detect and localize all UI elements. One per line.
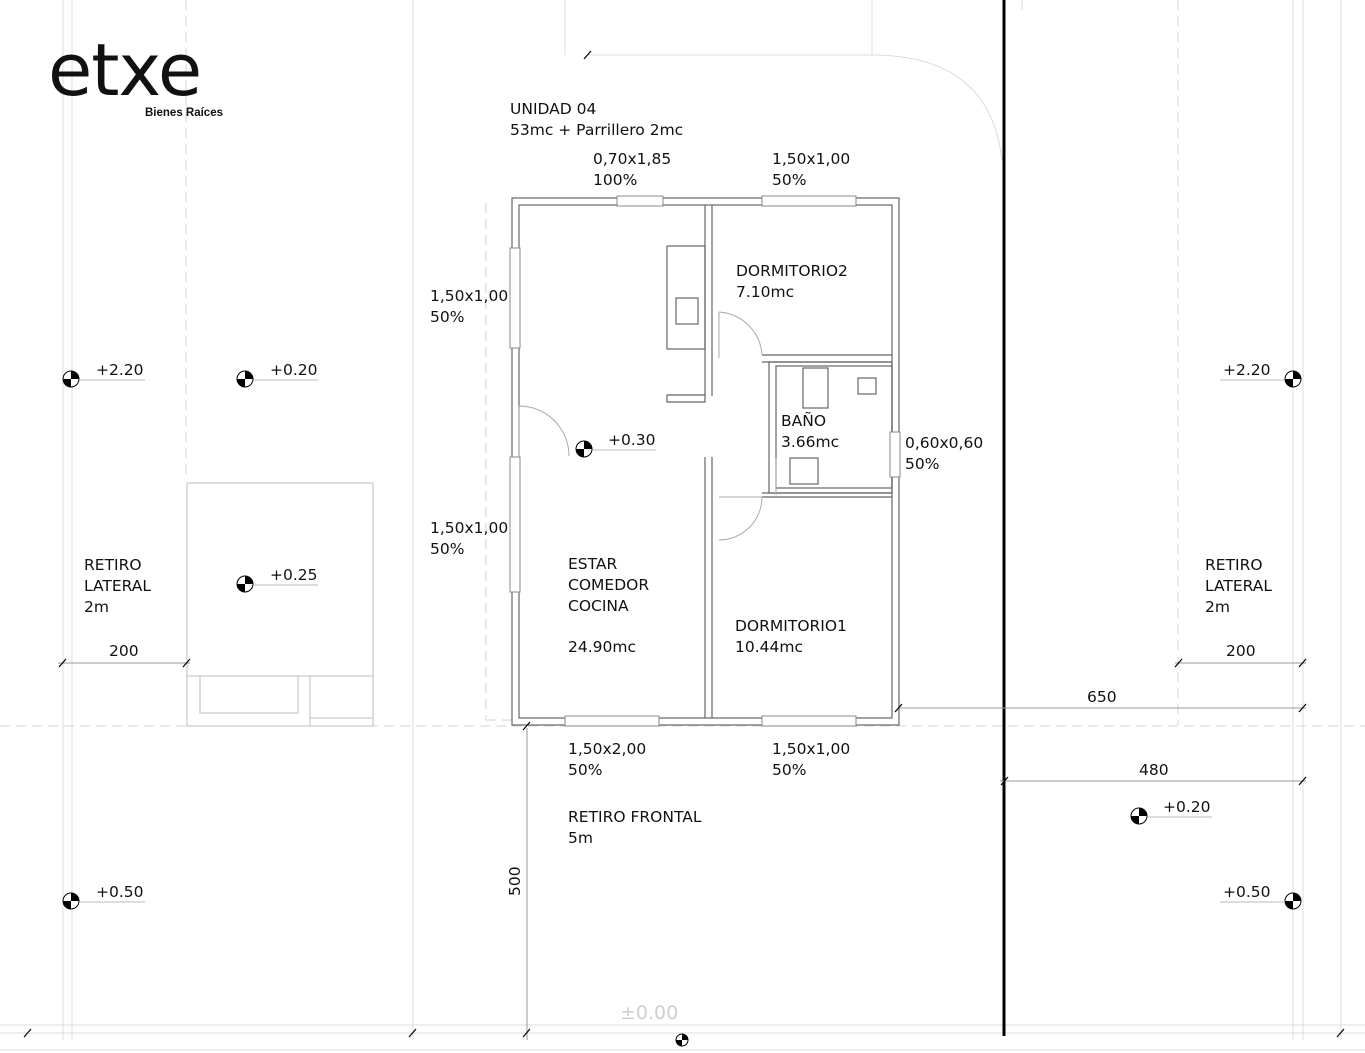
level-left-mid: +0.20 [270,361,318,379]
unit-title: UNIDAD 04 [510,100,597,118]
window-bath-pct: 50% [905,455,940,473]
setback-right-line3: 2m [1205,598,1230,616]
level-underlines [80,379,1285,903]
dimension-650: 650 [1087,688,1117,706]
window-bottom-right-pct: 50% [772,761,807,779]
house-walls [511,197,900,726]
window-left-lower-pct: 50% [430,540,465,558]
brand-tagline: Bienes Raíces [145,107,223,119]
window-top-right-size: 1,50x1,00 [772,150,851,168]
room-estar-area: 24.90mc [568,638,636,656]
level-right-low: +0.50 [1223,883,1271,901]
window-bottom-right-size: 1,50x1,00 [772,740,851,758]
level-interior: +0.30 [608,431,656,449]
level-left-high: +2.20 [96,361,144,379]
room-dormitorio2-area: 7.10mc [736,283,795,301]
dimension-right-200: 200 [1226,642,1256,660]
room-estar-line2: COMEDOR [568,576,650,594]
dimension-500: 500 [506,866,524,896]
room-estar-line1: ESTAR [568,555,618,573]
level-left-low: +0.50 [96,883,144,901]
dimension-lines [58,662,1306,1040]
level-right-high: +2.20 [1223,361,1271,379]
level-patio: +0.25 [270,566,318,584]
window-bottom-left-size: 1,50x2,00 [568,740,647,758]
window-top-left-size: 0,70x1,85 [593,150,672,168]
level-right-front: +0.20 [1163,798,1211,816]
setback-right-line1: RETIRO [1205,556,1263,574]
room-dormitorio2-name: DORMITORIO2 [736,262,848,280]
windows [509,195,901,727]
room-bano-name: BAÑO [781,412,827,430]
unit-area: 53mc + Parrillero 2mc [510,121,684,139]
window-bottom-left-pct: 50% [568,761,603,779]
patio-structure [186,482,374,727]
room-estar-line3: COCINA [568,597,629,615]
level-markers [62,370,1302,1047]
setback-right-line2: LATERAL [1205,577,1273,595]
dimension-left-200: 200 [109,642,139,660]
dimension-ticks [23,50,1345,1038]
setback-left-line1: RETIRO [84,556,142,574]
window-top-left-pct: 100% [593,171,638,189]
setback-left-line2: LATERAL [84,577,152,595]
window-top-right-pct: 50% [772,171,807,189]
room-bano-area: 3.66mc [781,433,840,451]
setback-front-line1: RETIRO FRONTAL [568,808,702,826]
window-left-upper-pct: 50% [430,308,465,326]
setback-left-line3: 2m [84,598,109,616]
window-left-lower-size: 1,50x1,00 [430,519,509,537]
window-bath-size: 0,60x0,60 [905,434,984,452]
brand-logo: etxe [48,28,202,112]
room-dormitorio1-name: DORMITORIO1 [735,617,847,635]
dimension-480: 480 [1139,761,1169,779]
door-swings [518,311,777,541]
level-street: ±0.00 [620,1002,679,1024]
room-dormitorio1-area: 10.44mc [735,638,803,656]
setback-front-line2: 5m [568,829,593,847]
window-left-upper-size: 1,50x1,00 [430,287,509,305]
